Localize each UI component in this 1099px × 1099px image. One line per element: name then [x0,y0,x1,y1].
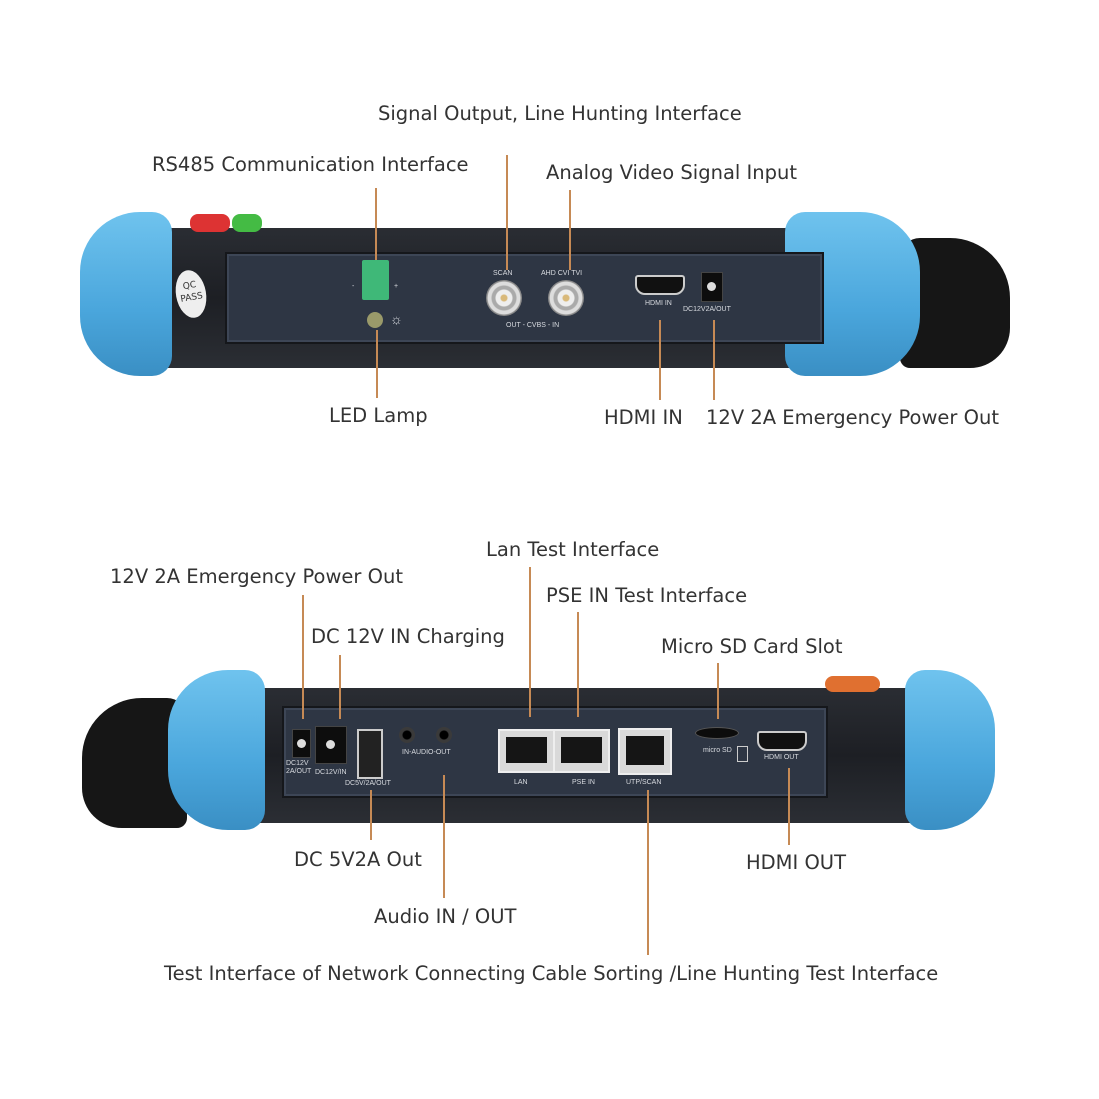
utp-scan-label: UTP/SCAN [626,779,662,786]
leader-line [529,567,531,717]
dc12v-out-label: DC12V 2A/OUT [286,760,312,775]
callout-hdmi-out: HDMI OUT [746,851,846,874]
callout-led-lamp: LED Lamp [329,404,428,427]
lan-port [498,729,555,773]
dc5v-label: DC5V/2A/OUT [345,780,391,787]
cvbs-label: OUT - CVBS - IN [506,322,560,329]
rs485-plus: + [394,283,399,290]
micro-sd-label: micro SD [703,747,732,754]
right-bumper [905,670,995,830]
dc12v-out-port [292,729,311,758]
callout-pse-in: PSE IN Test Interface [546,584,748,607]
leader-line [443,775,445,898]
callout-power-out: 12V 2A Emergency Power Out [706,406,999,429]
dc12v-in-port [315,726,347,764]
leader-line [370,790,372,840]
leader-line [647,790,649,955]
hdmi-out-port [757,731,807,751]
cvbs-in-bnc-connector [548,280,584,316]
callout-signal-output: Signal Output, Line Hunting Interface [378,102,742,125]
lightbulb-icon: ☼ [390,311,403,327]
callout-lan-test: Lan Test Interface [486,538,660,561]
leader-line [375,188,377,260]
scan-bnc-connector [486,280,522,316]
callout-hdmi-in: HDMI IN [604,406,683,429]
hdmi-in-port [635,275,685,295]
leader-line [376,330,378,398]
callout-analog-video: Analog Video Signal Input [546,161,797,184]
top-port-panel [225,252,824,344]
callout-cable-sorting: Test Interface of Network Connecting Cab… [164,962,939,985]
callout-micro-sd: Micro SD Card Slot [661,635,843,658]
left-bumper [168,670,265,830]
audio-label: IN-AUDIO-OUT [402,749,451,756]
micro-sd-slot [695,727,739,739]
rs485-minus: - [352,283,355,290]
leader-line [577,612,579,717]
red-button [190,214,230,232]
scan-label: SCAN [493,270,513,277]
hdmi-in-label: HDMI IN [645,300,672,307]
left-bumper [80,212,172,376]
green-button [232,214,262,232]
leader-line [569,190,571,270]
rs485-terminal [362,260,389,300]
utp-scan-port [618,728,672,775]
leader-line [339,655,341,719]
led-lamp [367,312,383,328]
dc-out-port [701,272,723,302]
callout-dc-5v: DC 5V2A Out [294,848,422,871]
pse-in-port [553,729,610,773]
hdmi-out-label: HDMI OUT [764,754,799,761]
audio-in-jack [399,727,415,743]
callout-dc-in: DC 12V IN Charging [311,625,505,648]
audio-out-jack [436,727,452,743]
leader-line [302,595,304,719]
leader-line [788,768,790,845]
usb-port [357,729,383,779]
ahd-label: AHD CVI TVI [541,270,583,277]
pse-in-label: PSE IN [572,779,595,786]
leader-line [717,663,719,719]
callout-audio: Audio IN / OUT [374,905,517,928]
dc-out-label: DC12V2A/OUT [683,306,731,313]
leader-line [713,320,715,400]
orange-button [825,676,880,692]
callout-power-out: 12V 2A Emergency Power Out [110,565,403,588]
leader-line [659,320,661,400]
callout-rs485: RS485 Communication Interface [152,153,469,176]
leader-line [506,155,508,270]
lan-label: LAN [514,779,528,786]
sd-card-icon [737,746,748,762]
dc12v-in-label: DC12V/IN [315,769,347,776]
